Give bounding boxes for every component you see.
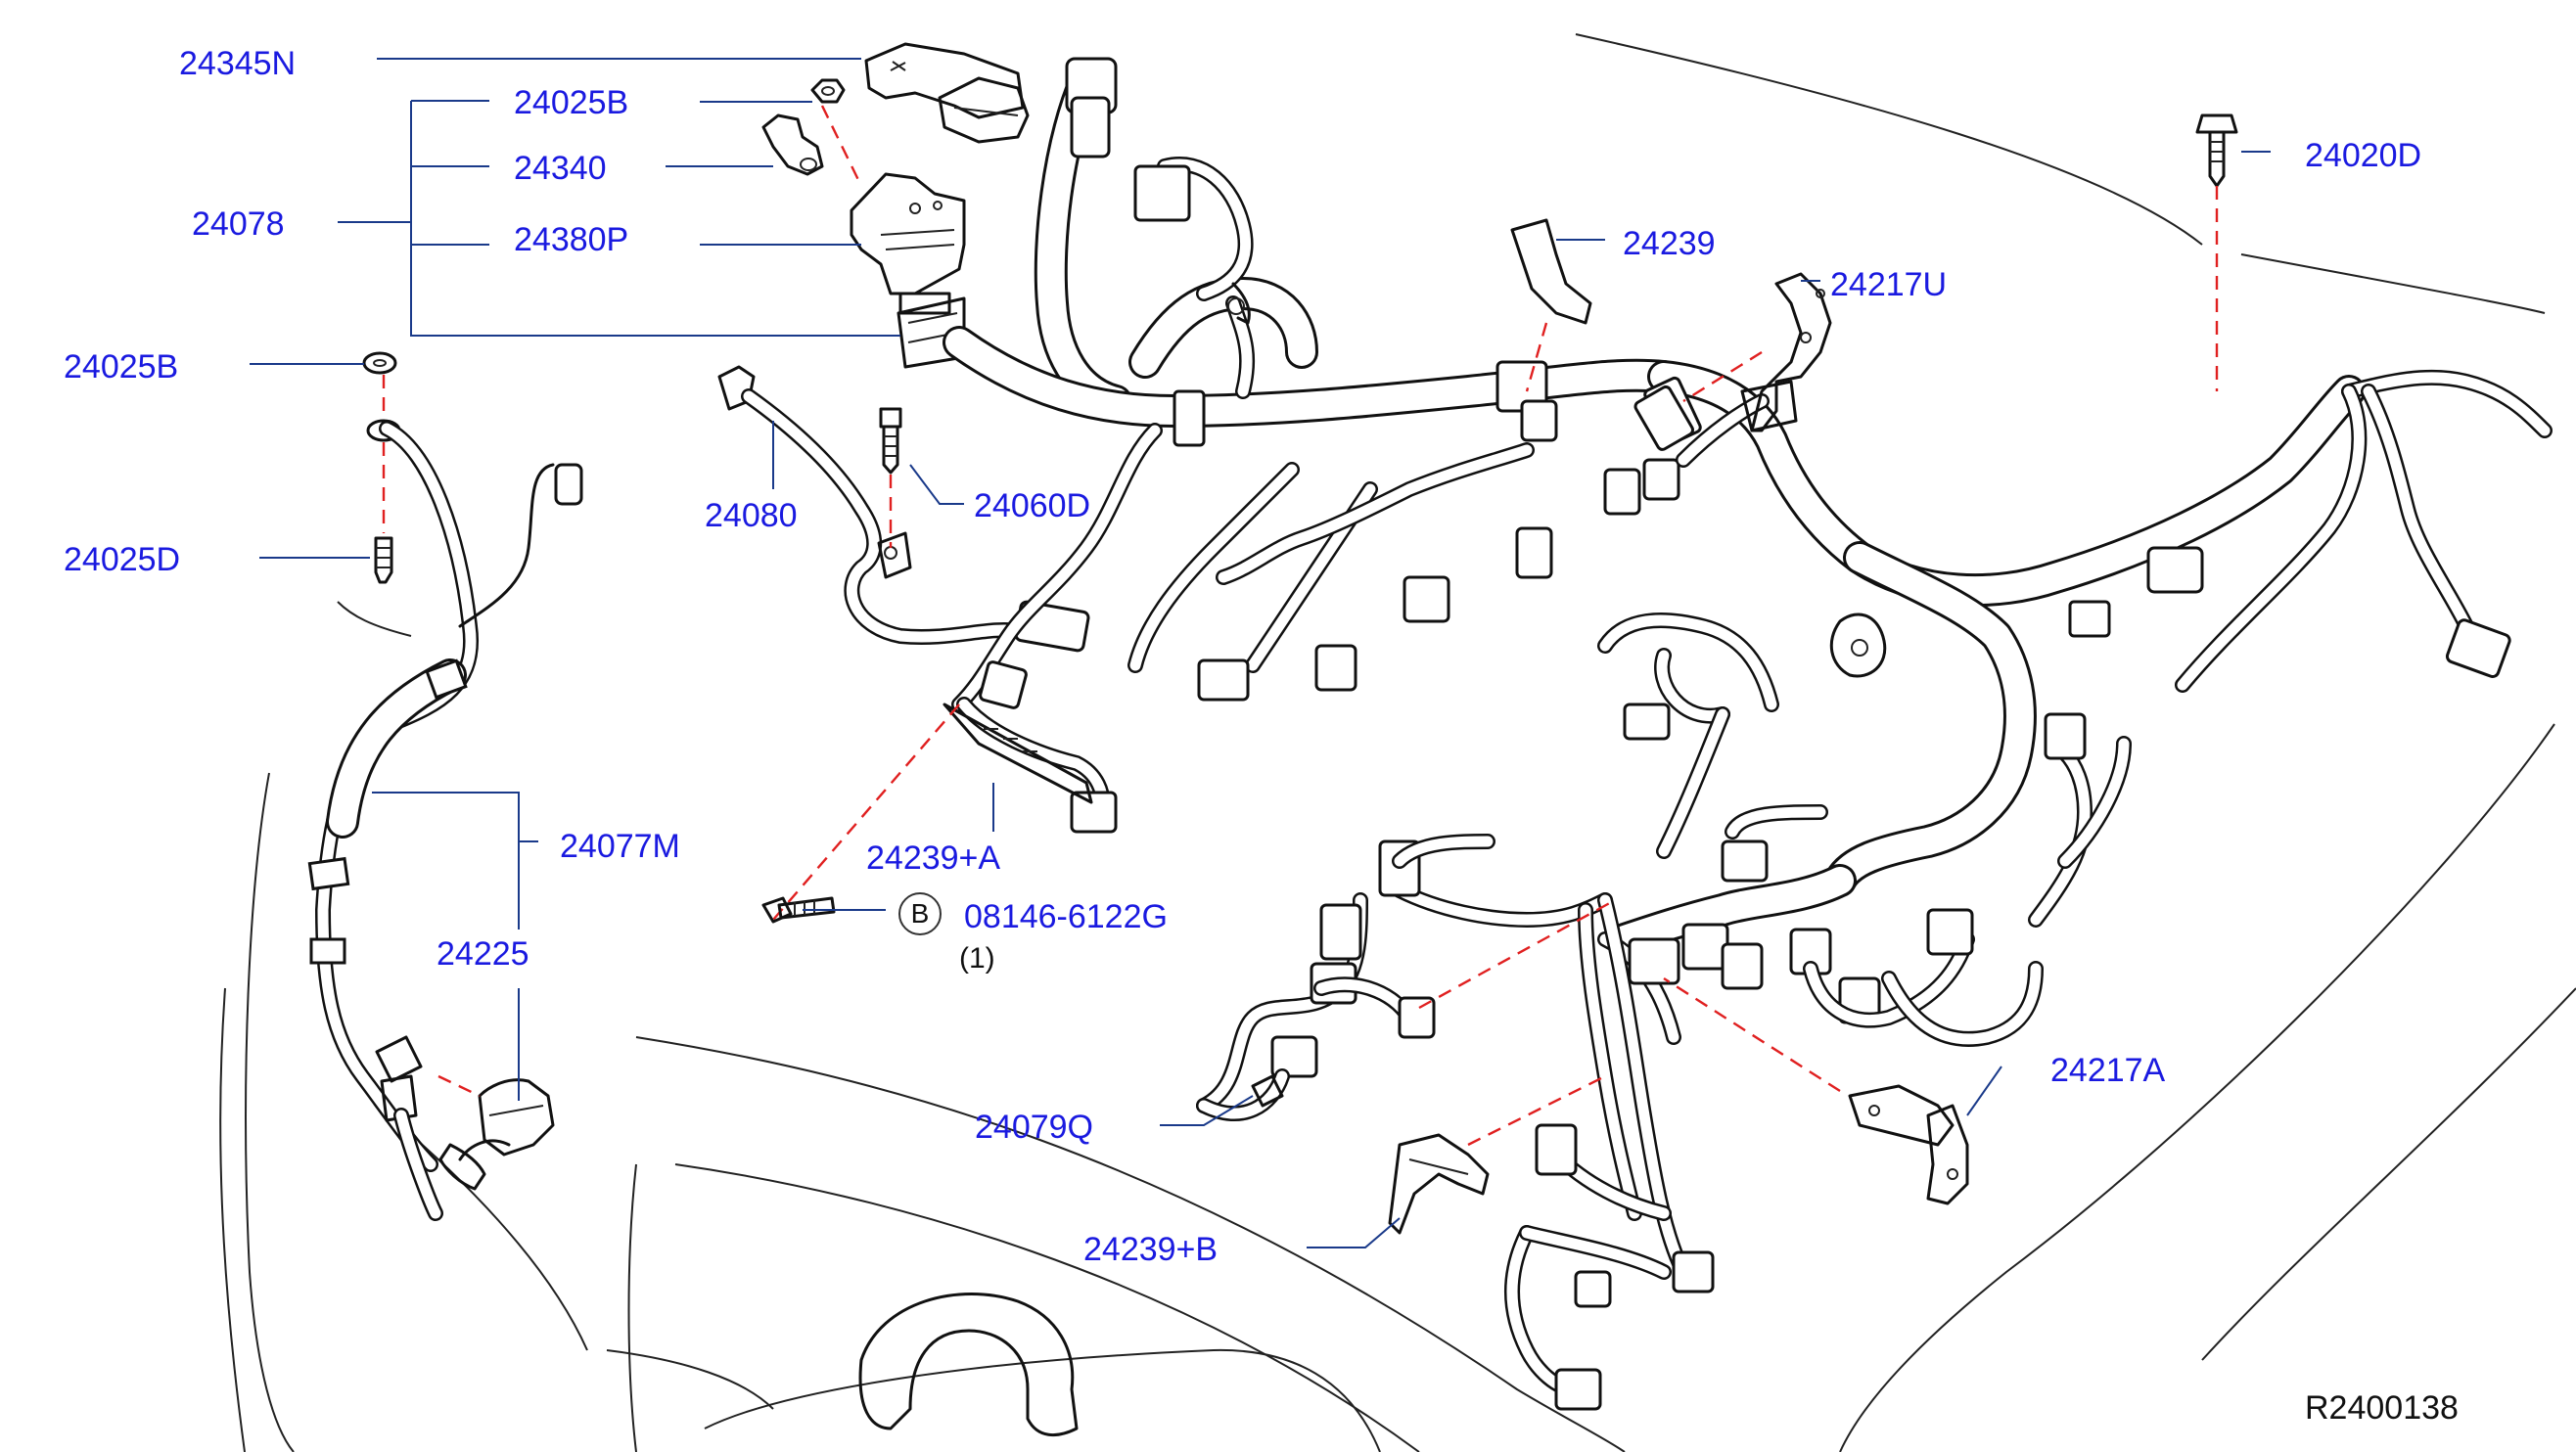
part-label-24060d: 24060D [974, 487, 1091, 524]
sub-harness-24079q [772, 393, 1770, 921]
part-label-08146-6122g: 08146-6122G [964, 898, 1168, 935]
bolt-callout-symbol: B [898, 892, 942, 935]
nut-24025b [810, 78, 846, 104]
part-label-24025d: 24025D [64, 541, 181, 578]
lower-harness-branches [1378, 613, 2132, 1411]
part-label-24217u: 24217U [1830, 266, 1948, 303]
part-label-24340: 24340 [514, 150, 607, 187]
bracket-24217a [1663, 976, 1969, 1205]
bolt-08146 [761, 896, 836, 924]
part-label-24080: 24080 [705, 497, 798, 534]
diagram-id: R2400138 [2305, 1389, 2459, 1427]
bracket-24217u [1633, 272, 1832, 451]
part-label-24079q: 24079Q [975, 1109, 1093, 1146]
bracket-24239b [1388, 1074, 1606, 1235]
part-label-24239a: 24239+A [866, 839, 1001, 877]
part-label-24239: 24239 [1623, 225, 1716, 262]
part-label-24025b-top: 24025B [514, 84, 629, 121]
battery-terminal-cover [864, 42, 1030, 144]
part-label-24380p: 24380P [514, 221, 629, 258]
washer-and-bolt [362, 351, 401, 584]
part-label-24239b: 24239+B [1083, 1231, 1219, 1268]
ground-strap-24225 [437, 1074, 555, 1157]
main-harness [943, 57, 2553, 956]
bracket-24239 [1510, 218, 1592, 392]
part-label-24078: 24078 [192, 205, 285, 243]
leader-lines [250, 58, 2271, 1248]
part-label-24025b-left: 24025B [64, 348, 179, 386]
part-label-24345n: 24345N [179, 45, 297, 82]
part-label-24020d: 24020D [2305, 137, 2422, 174]
bolt-quantity: (1) [959, 942, 995, 975]
injector-branch-24079q [1196, 892, 1616, 1122]
terminal-clamp [761, 105, 863, 187]
bolt-24060d [879, 407, 902, 548]
part-label-24217a: 24217A [2050, 1052, 2166, 1089]
bolt-24020d [2195, 113, 2238, 391]
battery-cable-24077m [307, 421, 583, 1221]
part-label-24225: 24225 [437, 935, 529, 973]
part-label-24077m: 24077M [560, 828, 680, 865]
